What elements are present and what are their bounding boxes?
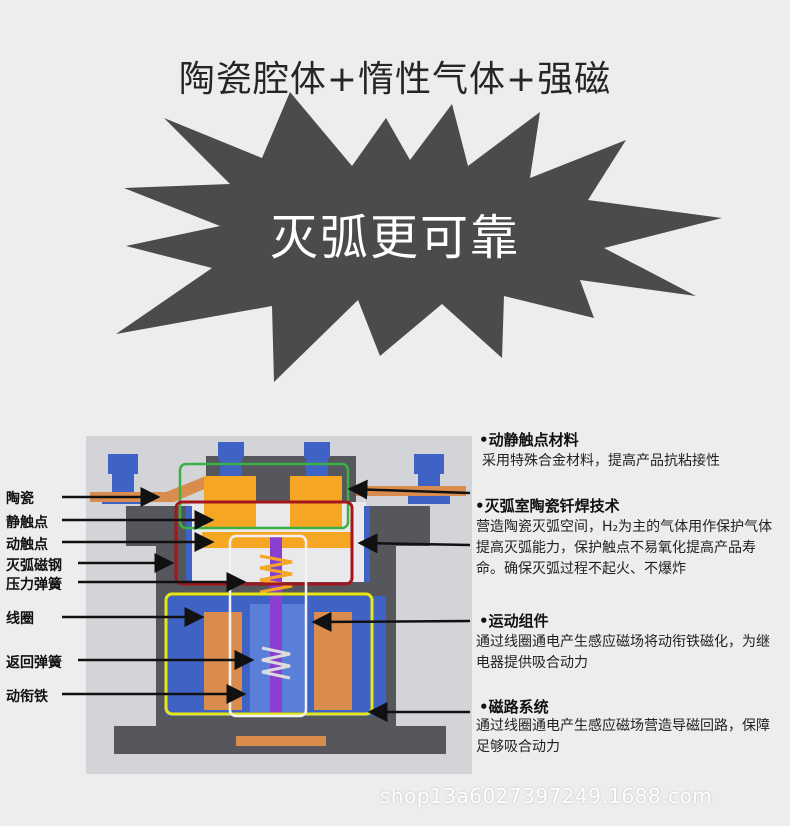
starburst-polygon bbox=[116, 92, 722, 382]
base-copper bbox=[236, 736, 326, 746]
feature-contact-material-title: •动静触点材料 bbox=[479, 431, 579, 449]
feature-moving-assembly-title: •运动组件 bbox=[479, 612, 549, 630]
arc-magnet-left bbox=[186, 506, 192, 582]
coil-left bbox=[204, 612, 242, 710]
watermark: shop13a6027397249.1688.com bbox=[380, 784, 713, 808]
starburst-shape bbox=[116, 92, 722, 382]
highlight-yellow bbox=[164, 592, 374, 716]
label-return-spring: 返回弹簧 bbox=[6, 655, 62, 671]
label-static-contact: 静触点 bbox=[6, 515, 48, 531]
label-armature: 动衔铁 bbox=[6, 689, 48, 705]
arc-magnet-right bbox=[364, 506, 370, 582]
feature-contact-material-desc: 采用特殊合金材料，提高产品抗粘接性 bbox=[482, 453, 720, 469]
page-title: 陶瓷腔体+惰性气体+强磁 bbox=[178, 59, 612, 100]
feature-magnetic-circuit-desc: 通过线圈通电产生感应磁场营造导磁回路，保障足够吸合动力 bbox=[476, 718, 770, 755]
pressure-spring bbox=[259, 554, 293, 594]
feature-ceramic-brazing-desc: 营造陶瓷灭弧空间，H₂为主的气体用作保护气体提高灭弧能力，保护触点不易氧化提高产… bbox=[476, 519, 773, 577]
terminal-screw-right bbox=[408, 454, 450, 504]
copper-terminal-right bbox=[356, 486, 466, 496]
return-spring bbox=[261, 646, 291, 680]
starburst-text: 灭弧更可靠 bbox=[269, 210, 520, 266]
feature-ceramic-brazing-title: •灭弧室陶瓷钎焊技术 bbox=[475, 497, 620, 515]
label-coil: 线圈 bbox=[6, 611, 34, 627]
coil-right bbox=[314, 612, 352, 710]
highlight-white bbox=[228, 534, 308, 718]
starburst: 灭弧更可靠 bbox=[0, 0, 790, 400]
label-ceramic: 陶瓷 bbox=[6, 491, 34, 507]
label-arc-magnet: 灭弧磁钢 bbox=[6, 558, 62, 574]
relay-cross-section bbox=[86, 436, 472, 774]
feature-magnetic-circuit-title: •磁路系统 bbox=[479, 698, 549, 716]
feature-moving-assembly-desc: 通过线圈通电产生感应磁场将动衔铁磁化，为继电器提供吸合动力 bbox=[476, 634, 770, 671]
label-pressure-spring: 压力弹簧 bbox=[6, 577, 62, 593]
copper-terminal-left bbox=[90, 492, 166, 502]
label-moving-contact: 动触点 bbox=[6, 537, 48, 553]
copper-bridge-left bbox=[166, 476, 216, 502]
relay-illustration bbox=[90, 442, 466, 754]
